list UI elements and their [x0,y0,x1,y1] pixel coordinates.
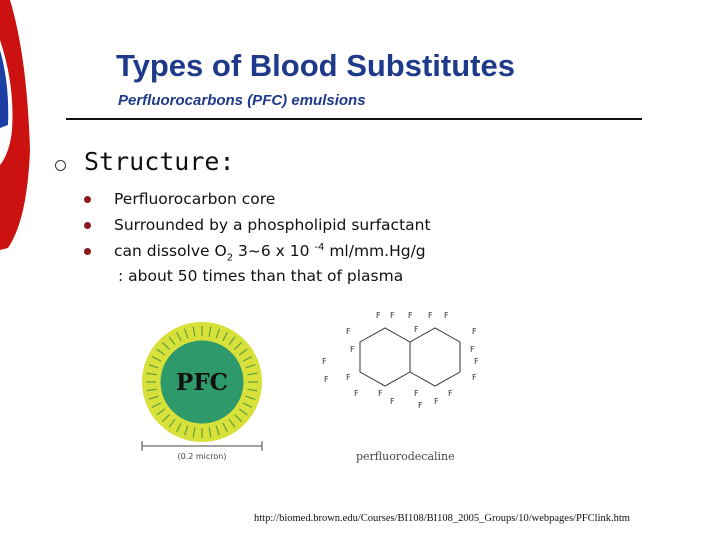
decorative-side-graphic [0,0,30,250]
bullet-dot-icon [84,196,91,203]
fluorine-atom-label: F [322,357,327,366]
fluorine-atom-label: F [474,357,479,366]
fluorine-atom-label: F [470,345,475,354]
fluorine-atom-label: F [346,373,351,382]
slide-title: Types of Blood Substitutes [116,48,515,83]
molecule-label: perfluorodecaline [356,450,455,463]
slide-subtitle: Perfluorocarbons (PFC) emulsions [118,92,366,109]
scale-label: (0.2 micron) [178,452,227,461]
fluorine-atom-label: F [472,373,477,382]
fluorine-atom-label: F [390,312,395,320]
fluorine-atom-label: F [434,397,439,406]
fluorine-atom-label: F [418,401,423,410]
section-heading: Structure: [84,147,235,176]
list-item-continuation: : about 50 times than that of plasma [118,267,404,285]
fluorine-atom-label: F [390,397,395,406]
fluorine-atom-label: F [376,312,381,320]
fluorine-atom-label: F [472,327,477,336]
list-item-text: can dissolve O2 3~6 x 10 -4 ml/mm.Hg/g [114,242,426,264]
fluorine-atom-label: F [444,312,449,320]
title-divider [66,118,642,120]
bullet-dot-icon [84,222,91,229]
fluorine-atom-label: F [324,375,329,384]
fluorine-atom-label: F [428,312,433,320]
fluorine-atom-label: F [448,389,453,398]
pfc-particle-diagram: PFC (0.2 micron) [141,322,263,461]
fluorine-atom-label: F [414,389,419,398]
list-item-text: Perfluorocarbon core [114,190,276,208]
fluorine-atom-label: F [350,345,355,354]
fluorine-atom-label: F [346,327,351,336]
fluorine-atom-label: F [354,389,359,398]
fluorine-atom-label: F [378,389,383,398]
pfc-core-label: PFC [176,369,228,396]
bullet-dot-icon [84,248,91,255]
source-url: http://biomed.brown.edu/Courses/BI108/BI… [254,513,630,524]
fluorine-atom-label: F [408,312,413,320]
hollow-bullet-icon [55,160,66,171]
fluorine-atom-label: F [414,325,419,334]
list-item-text: Surrounded by a phospholipid surfactant [114,216,431,234]
